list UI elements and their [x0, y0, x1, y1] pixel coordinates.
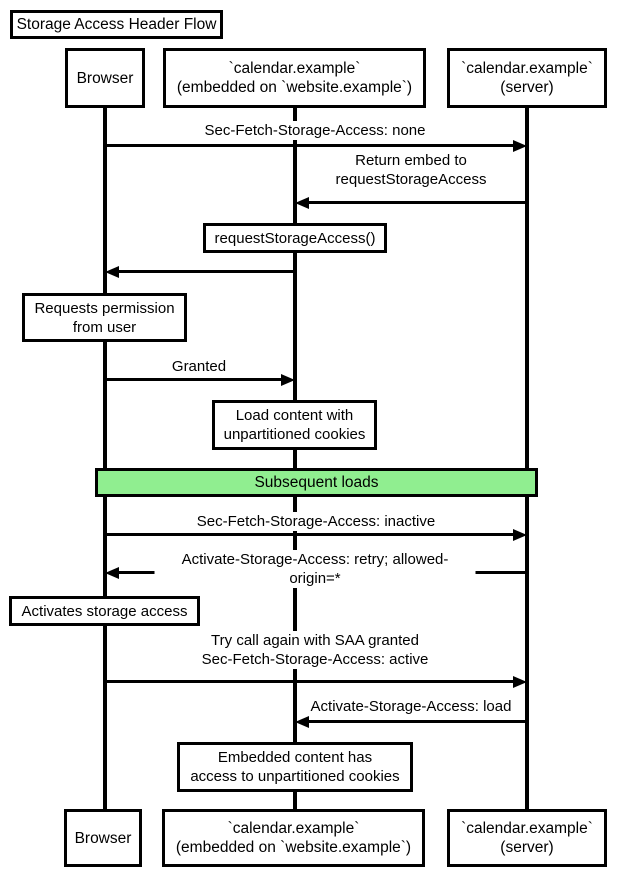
note-activates-storage-access: Activates storage access: [9, 596, 200, 626]
message-line: [105, 144, 515, 147]
arrowhead-right-icon: [513, 676, 527, 688]
message-label-sec-fetch-none: Sec-Fetch-Storage-Access: none: [201, 121, 429, 140]
message-line: [117, 270, 295, 273]
message-label-sec-fetch-inactive: Sec-Fetch-Storage-Access: inactive: [193, 512, 439, 531]
message-label-activate-retry: Activate-Storage-Access: retry; allowed-…: [154, 550, 476, 588]
lifeline-server: [525, 105, 529, 811]
arrowhead-left-icon: [105, 266, 119, 278]
message-label-activate-load: Activate-Storage-Access: load: [307, 697, 515, 716]
message-line: [307, 201, 527, 204]
diagram-title: Storage Access Header Flow: [10, 10, 223, 39]
note-embedded-content: Embedded content has access to unpartiti…: [177, 742, 413, 792]
arrowhead-right-icon: [513, 140, 527, 152]
participant-embed-bottom: `calendar.example` (embedded on `website…: [162, 809, 425, 867]
lifeline-browser: [103, 105, 107, 811]
arrowhead-left-icon: [295, 197, 309, 209]
message-line: [307, 720, 527, 723]
participant-browser-top: Browser: [65, 48, 145, 108]
message-line: [105, 680, 515, 683]
divider-subsequent-loads: Subsequent loads: [95, 468, 538, 497]
message-label-try-again: Try call again with SAA granted Sec-Fetc…: [198, 631, 432, 669]
arrowhead-right-icon: [513, 529, 527, 541]
participant-browser-bottom: Browser: [64, 809, 142, 867]
participant-server-bottom: `calendar.example` (server): [447, 809, 607, 867]
arrowhead-right-icon: [281, 374, 295, 386]
message-line: [105, 533, 515, 536]
message-line: [105, 378, 283, 381]
lifeline-embed: [293, 105, 297, 811]
participant-embed-top: `calendar.example` (embedded on `website…: [163, 48, 426, 108]
arrowhead-left-icon: [295, 716, 309, 728]
message-label-request-storage-access: requestStorageAccess(): [203, 223, 387, 253]
message-label-return-embed: Return embed to requestStorageAccess: [332, 151, 490, 189]
note-load-content: Load content with unpartitioned cookies: [212, 400, 377, 450]
arrowhead-left-icon: [105, 567, 119, 579]
note-requests-permission: Requests permission from user: [22, 293, 187, 342]
message-label-granted: Granted: [168, 357, 230, 376]
participant-server-top: `calendar.example` (server): [447, 48, 607, 108]
